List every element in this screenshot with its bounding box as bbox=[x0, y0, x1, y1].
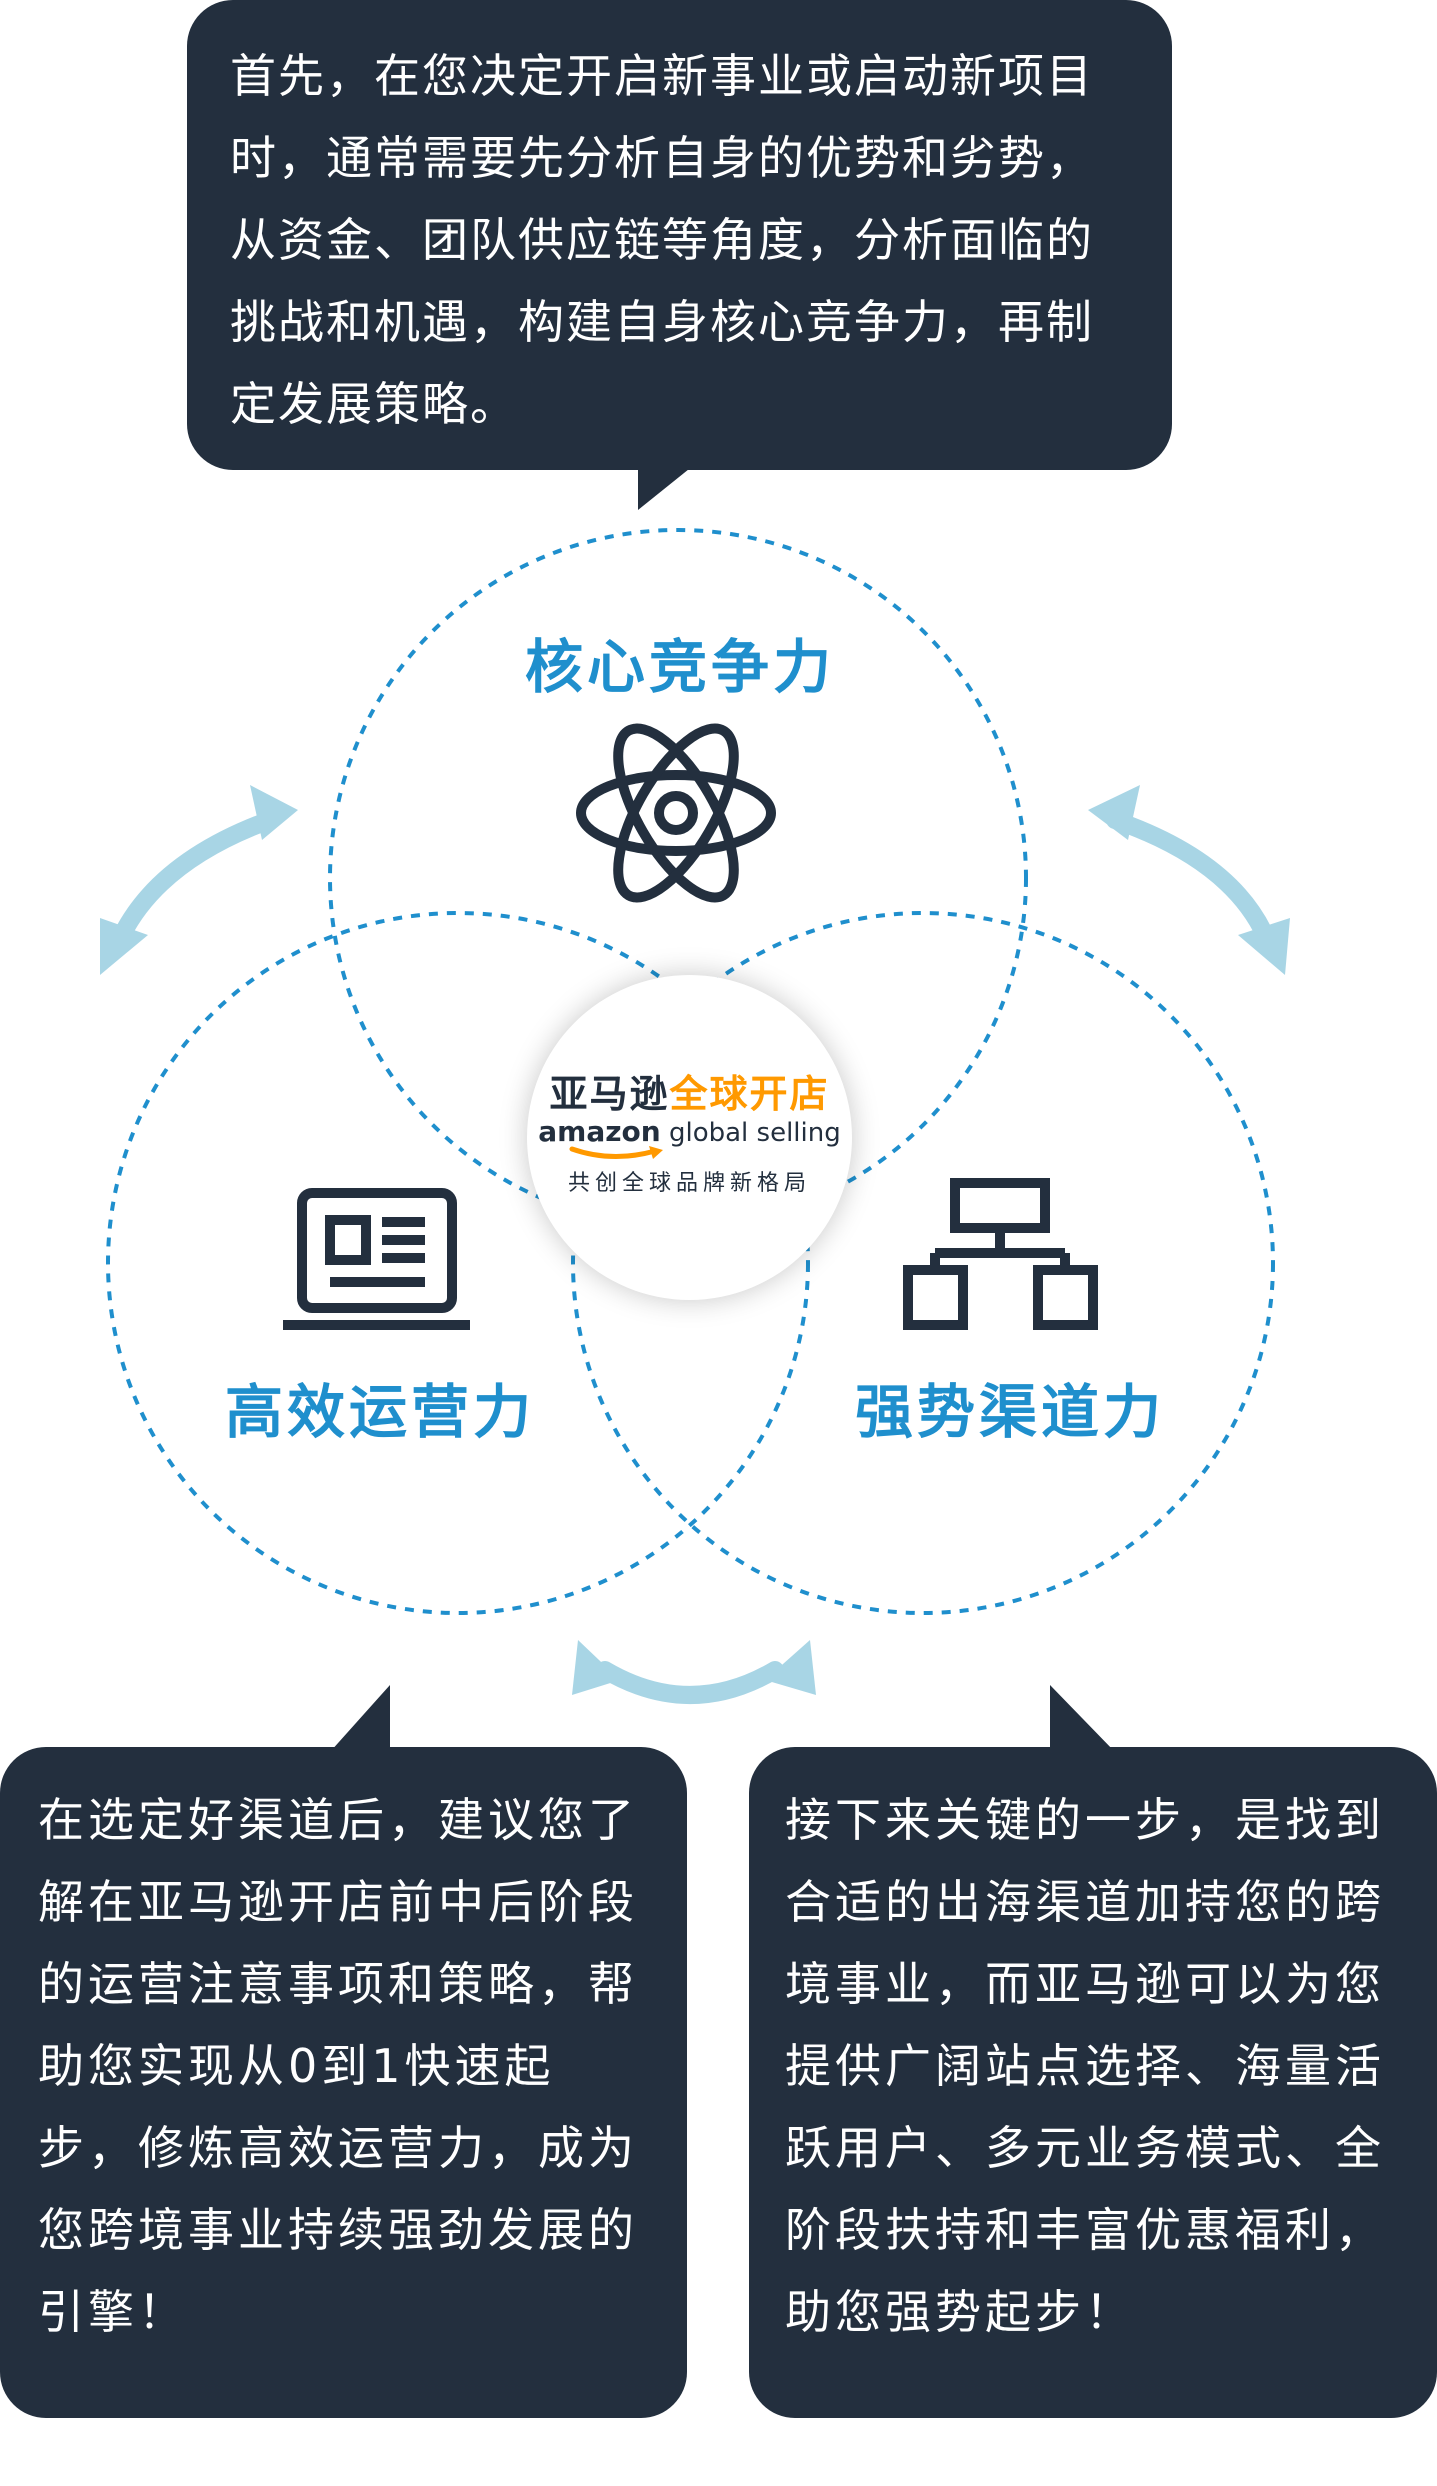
profile-card-icon bbox=[283, 1188, 470, 1330]
core-competitiveness-label: 核心竞争力 bbox=[524, 633, 835, 701]
intro-text: 首先，在您决定开启新事业或启动新项目时，通常需要先分析自身的优势和劣势，从资金、… bbox=[230, 49, 1094, 431]
logo-chinese-wordmark: 亚马逊全球开店 bbox=[549, 1072, 830, 1116]
operations-circle bbox=[106, 911, 810, 1615]
channel-speech-bubble: 接下来关键的一步，是找到合适的出海渠道加持您的跨境事业，而亚马逊可以为您提供广阔… bbox=[749, 1747, 1437, 2418]
operations-text: 在选定好渠道后，建议您了解在亚马逊开店前中后阶段的运营注意事项和策略，帮助您实现… bbox=[38, 1793, 638, 2339]
channel-text: 接下来关键的一步，是找到合适的出海渠道加持您的跨境事业，而亚马逊可以为您提供广阔… bbox=[785, 1793, 1385, 2339]
curved-double-arrow-icon bbox=[572, 1640, 816, 1704]
operations-speech-bubble: 在选定好渠道后，建议您了解在亚马逊开店前中后阶段的运营注意事项和策略，帮助您实现… bbox=[0, 1747, 687, 2418]
channel-circle bbox=[571, 911, 1275, 1615]
logo-english-wordmark: amazon global selling bbox=[538, 1115, 841, 1148]
left-bubble-tail bbox=[330, 1685, 390, 1752]
top-bubble-tail bbox=[638, 465, 694, 510]
curved-double-arrow-icon bbox=[1088, 785, 1290, 975]
right-bubble-tail bbox=[1050, 1685, 1115, 1752]
logo-slogan: 共创全球品牌新格局 bbox=[567, 1171, 811, 1196]
atom-icon bbox=[576, 723, 776, 903]
strong-channel-label: 强势渠道力 bbox=[854, 1378, 1165, 1446]
curved-double-arrow-icon bbox=[100, 785, 298, 975]
intro-speech-bubble: 首先，在您决定开启新事业或启动新项目时，通常需要先分析自身的优势和劣势，从资金、… bbox=[187, 0, 1172, 470]
amazon-smile-icon bbox=[569, 1146, 663, 1159]
amazon-global-selling-logo: 亚马逊全球开店 amazon global selling 共创全球品牌新格局 bbox=[527, 975, 852, 1300]
hierarchy-icon bbox=[903, 1178, 1098, 1330]
efficient-operations-label: 高效运营力 bbox=[224, 1378, 535, 1446]
